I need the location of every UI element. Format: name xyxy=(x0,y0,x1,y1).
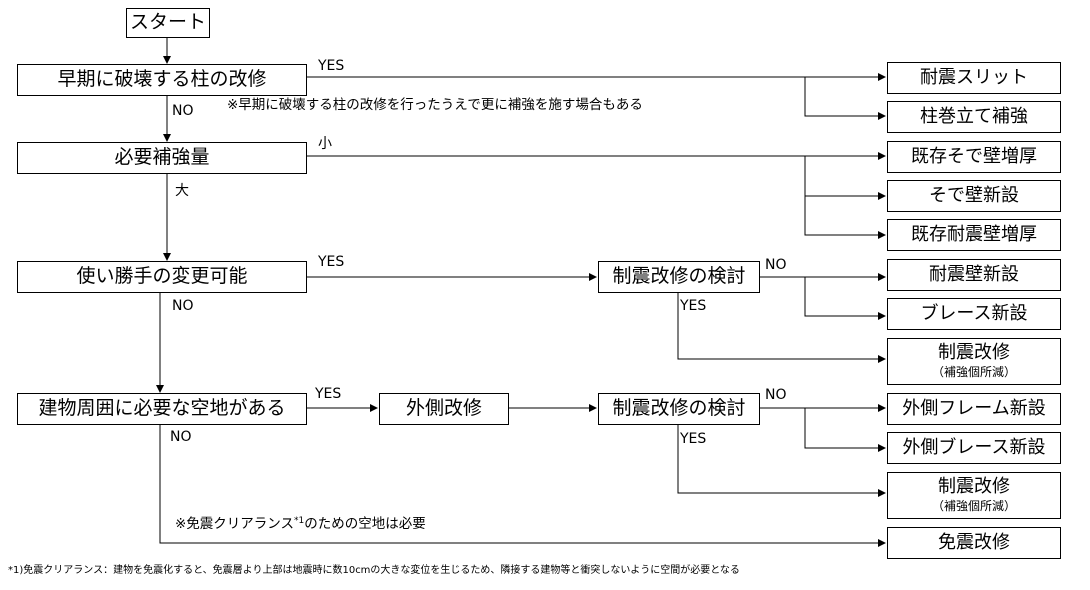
result-outer-frame: 外側フレーム新設 xyxy=(887,393,1061,425)
early-failure-column-box: 早期に破壊する柱の改修 xyxy=(17,64,307,96)
label-yes-q1: YES xyxy=(318,58,345,74)
note-clearance-post: のための空地は必要 xyxy=(304,516,426,532)
connector-review2-yes-to-damping xyxy=(677,425,886,497)
start-box: スタート xyxy=(126,8,210,38)
result-wing-wall-thickening: 既存そで壁増厚 xyxy=(887,141,1061,173)
damping-review-box-2: 制震改修の検討 xyxy=(598,393,760,425)
connector-q1-yes-to-jacketing xyxy=(804,77,886,120)
note-clearance-sup: *1 xyxy=(294,516,305,526)
footnote: *1)免震クリアランス：建物を免震化すると、免震層より上部は地震時に数10cmの… xyxy=(8,565,740,576)
result-seismic-slit: 耐震スリット xyxy=(887,62,1061,94)
result-shear-wall-thickening: 既存耐震壁増厚 xyxy=(887,219,1061,251)
result-outer-brace: 外側ブレース新設 xyxy=(887,432,1061,464)
connector-q2-small-to-shearwall xyxy=(804,196,886,239)
result-damping-retrofit-2: 制震改修 （補強個所減） xyxy=(887,472,1061,519)
result-column-jacketing: 柱巻立て補強 xyxy=(887,101,1061,133)
connector-q2-small-to-newwing xyxy=(804,156,886,200)
label-yes-q4: YES xyxy=(315,386,342,402)
result-damping-retrofit-2-main: 制震改修 xyxy=(938,476,1010,498)
connector-review1-yes-to-damping xyxy=(677,293,886,363)
label-no-review2: NO xyxy=(765,387,787,403)
label-yes-review1: YES xyxy=(680,298,707,314)
note-additional-reinforcement: ※早期に破壊する柱の改修を行ったうえで更に補強を施す場合もある xyxy=(227,97,643,113)
connector-review2-no-to-brace xyxy=(804,408,886,452)
result-damping-retrofit-1-main: 制震改修 xyxy=(938,342,1010,364)
connector-review1-no-to-brace xyxy=(804,277,886,320)
note-clearance-pre: ※免震クリアランス xyxy=(175,516,295,532)
label-no-q3: NO xyxy=(172,298,194,314)
note-clearance: ※免震クリアランス*1のための空地は必要 xyxy=(175,517,426,532)
label-small: 小 xyxy=(318,136,332,152)
result-damping-retrofit-1-sub: （補強個所減） xyxy=(931,364,1016,379)
surrounding-space-box: 建物周囲に必要な空地がある xyxy=(17,393,307,425)
result-new-shear-wall: 耐震壁新設 xyxy=(887,259,1061,291)
label-no-q4: NO xyxy=(170,429,192,445)
result-seismic-isolation: 免震改修 xyxy=(887,527,1061,559)
usability-change-box: 使い勝手の変更可能 xyxy=(17,261,307,293)
label-no-review1: NO xyxy=(765,257,787,273)
connector-q4-no-to-isolation xyxy=(159,425,886,547)
label-no-q1: NO xyxy=(172,103,194,119)
required-reinforcement-box: 必要補強量 xyxy=(17,142,307,174)
result-damping-retrofit-2-sub: （補強個所減） xyxy=(931,498,1016,513)
result-new-brace: ブレース新設 xyxy=(887,298,1061,330)
label-large: 大 xyxy=(175,183,189,199)
label-yes-review2: YES xyxy=(680,431,707,447)
label-yes-q3: YES xyxy=(318,254,345,270)
outer-retrofit-box: 外側改修 xyxy=(379,393,509,425)
result-damping-retrofit-1: 制震改修 （補強個所減） xyxy=(887,338,1061,385)
damping-review-box-1: 制震改修の検討 xyxy=(598,261,760,293)
result-new-wing-wall: そで壁新設 xyxy=(887,180,1061,212)
